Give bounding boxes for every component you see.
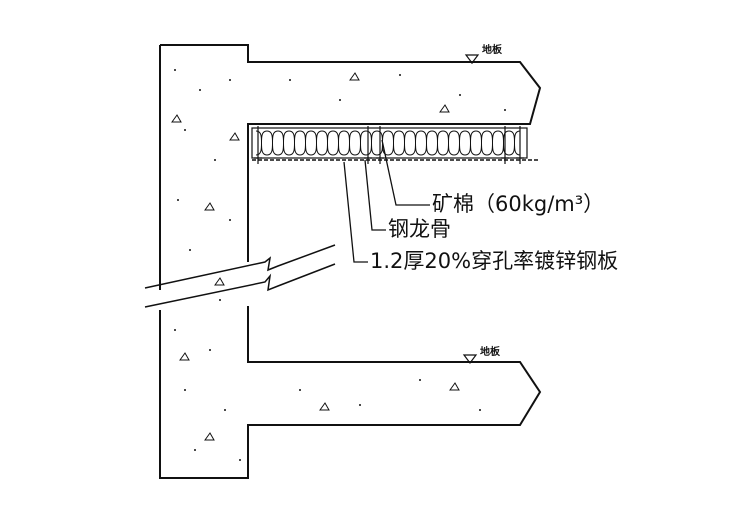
concrete-texture [171, 69, 506, 461]
floor-label-bottom: 地板 [480, 345, 501, 358]
break-line-upper [144, 244, 336, 289]
triangle-down-level-icon [464, 54, 480, 64]
leader-steel-keel [364, 159, 386, 231]
break-line-lower [144, 263, 336, 308]
leader-perforated-plate [343, 161, 368, 263]
leader-mineral-wool [381, 139, 430, 206]
perforated-plate-label: 1.2厚20%穿孔率镀锌钢板 [370, 249, 618, 273]
floor-label-top: 地板 [482, 43, 503, 56]
triangle-down-level-icon [462, 354, 478, 364]
mineral-wool-layer [251, 127, 528, 159]
level-mark-bottom [462, 354, 478, 364]
level-mark-top [464, 54, 480, 64]
steel-keel-label: 钢龙骨 [388, 217, 451, 241]
wool-loops [255, 130, 521, 156]
mineral-wool-label: 矿棉（60kg/m³） [432, 192, 604, 216]
steel-keel-markers [254, 126, 524, 164]
